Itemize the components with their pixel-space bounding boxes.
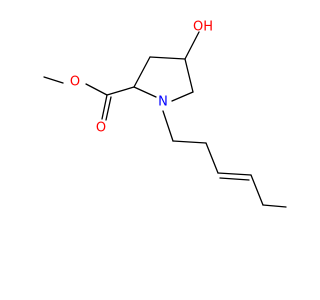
- bond-carbonyl-c2: [106, 86, 135, 96]
- bond-c4-c5: [184, 58, 194, 93]
- bond-alkene-double-b: [219, 177, 250, 181]
- bond-chain2-chain3: [205, 142, 219, 174]
- bond-carbonyl-double-a: [101, 94, 108, 120]
- nitrogen-label: N: [158, 95, 168, 110]
- bonds: [43, 31, 287, 208]
- bond-n-chain1: [162, 110, 174, 142]
- bond-alkene-double-a: [217, 172, 252, 176]
- bond-chain4-chain5: [250, 174, 264, 206]
- ester-oxygen-label: O: [70, 75, 80, 90]
- carbonyl-oxygen-label: O: [96, 121, 106, 136]
- bond-c2-c3: [133, 56, 151, 88]
- bond-c3-c4: [149, 56, 186, 60]
- bond-ester-oxygen-carbonyl-carbon: [85, 83, 108, 96]
- bond-methyl-ester-oxygen: [43, 76, 64, 84]
- bond-chain5-chain6: [262, 204, 287, 208]
- bond-n-c2: [133, 86, 157, 98]
- molecule-structure-diagram: OH N O O: [43, 20, 287, 208]
- bond-chain1-chain2: [172, 140, 207, 144]
- hydroxyl-label: OH: [193, 20, 213, 35]
- bond-c4-hydroxyl: [184, 31, 200, 60]
- atom-labels: OH N O O: [70, 20, 213, 136]
- bond-carbonyl-double-b: [105, 96, 112, 121]
- bond-c5-n: [171, 91, 194, 102]
